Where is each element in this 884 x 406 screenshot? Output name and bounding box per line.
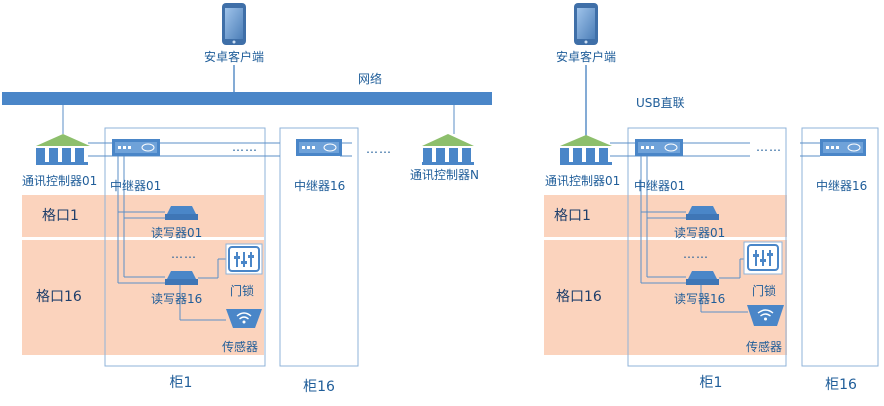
right-repeater-01-label: 中继器01 [634,179,686,193]
right-lock-label: 门锁 [752,284,777,298]
ellipsis-controllers: …… [366,142,392,156]
right-cabinet-16-frame [801,127,879,367]
right-ellipsis-bus: …… [756,140,782,154]
right-ellipsis-readers: …… [683,247,709,261]
right-slot-1-label: 格口1 [554,208,591,224]
repeater-16-label: 中继器16 [294,179,346,193]
right-repeater-16-icon [820,139,866,156]
usb-link-label: USB直联 [636,96,685,110]
right-sensor-icon [747,305,784,326]
right-reader-16-label: 读写器16 [674,292,726,306]
right-controller-01-label: 通讯控制器01 [545,174,621,188]
cabinet-1-label: 柜1 [169,375,193,391]
lock-label: 门锁 [230,284,255,298]
sensor-label: 传感器 [222,340,259,354]
ellipsis-readers: …… [171,247,197,261]
reader-16-icon [165,271,198,285]
slot-1-label: 格口1 [42,208,79,224]
controller-01-icon [36,105,90,165]
repeater-01-label: 中继器01 [110,179,162,193]
right-lock-icon [743,241,783,275]
android-client-label: 安卓客户端 [203,50,265,64]
reader-16-label: 读写器16 [151,292,203,306]
right-slot-16-label: 格口16 [556,289,602,305]
right-sensor-label: 传感器 [746,340,783,354]
ellipsis-bus: …… [232,140,258,154]
right-cabinet-16-label: 柜16 [825,377,857,393]
cabinet-16-label: 柜16 [303,379,335,395]
right-cabinet-1-frame [627,127,787,367]
right-controller-01-icon [560,135,612,165]
right-android-client-label: 安卓客户端 [555,50,617,64]
right-repeater-01-icon [635,139,683,156]
network-bus [2,92,492,105]
reader-01-icon [165,206,198,220]
right-reader-01-label: 读写器01 [674,226,726,240]
network-label: 网络 [358,72,383,86]
right-phone-icon [574,3,598,45]
reader-01-label: 读写器01 [151,226,203,240]
controller-01-label: 通讯控制器01 [22,174,98,188]
right-reader-01-icon [686,206,719,220]
sensor-icon [226,309,262,328]
slot-16-label: 格口16 [36,289,82,305]
right-reader-16-icon [686,271,719,285]
cabinet-16-frame [279,127,359,367]
controller-n-icon [422,105,474,165]
cabinet-1-frame [104,127,266,367]
right-slot-band-1 [544,195,787,237]
slot-band-1 [22,195,264,237]
phone-icon [222,3,246,45]
lock-icon [225,243,263,275]
right-cabinet-1-label: 柜1 [699,375,723,391]
repeater-01-icon [112,139,160,156]
controller-n-label: 通讯控制器N [410,168,479,182]
right-repeater-16-label: 中继器16 [816,179,868,193]
repeater-16-icon [296,139,342,156]
